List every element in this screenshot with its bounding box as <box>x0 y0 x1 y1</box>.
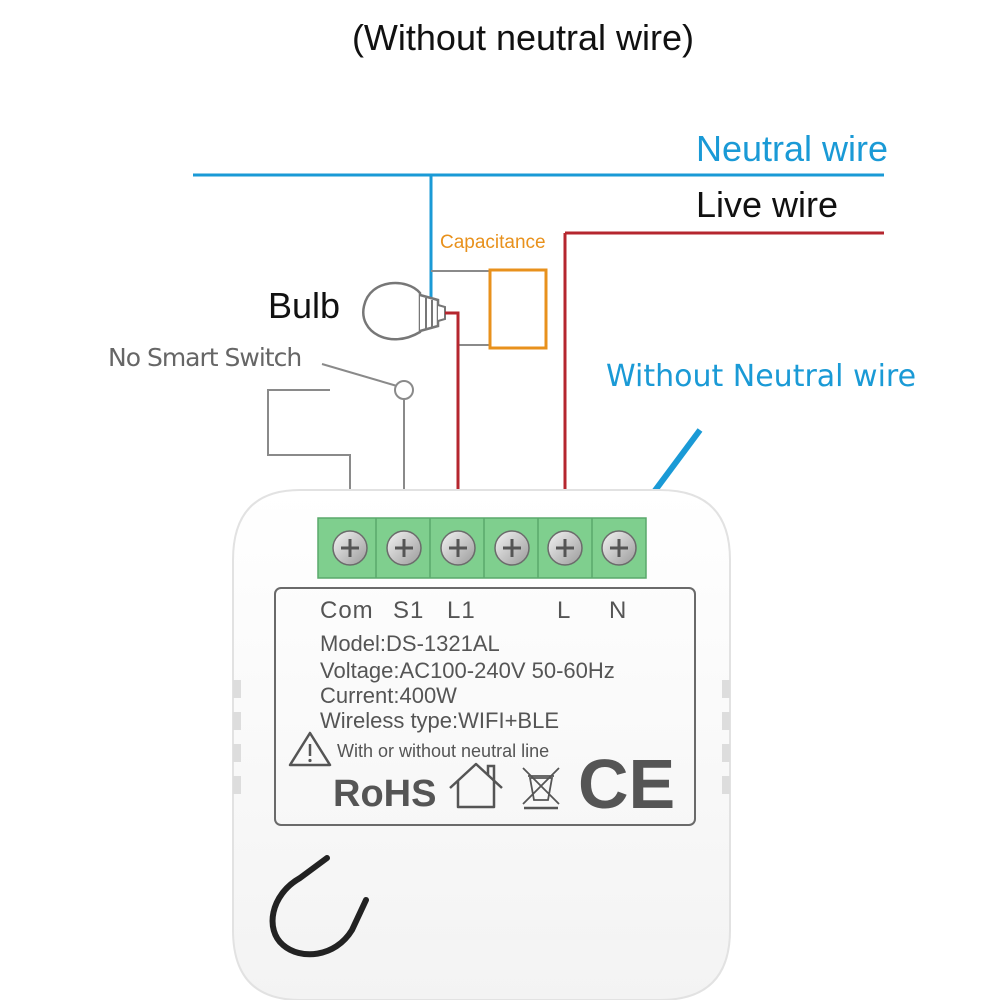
terminal-block <box>317 517 647 579</box>
ce-mark-icon: CE <box>578 745 675 823</box>
switch-pivot <box>394 380 414 400</box>
smart-switch-device <box>232 489 731 1000</box>
terminal-label-l1: L1 <box>447 597 476 624</box>
terminal-screw <box>547 530 583 566</box>
light-bulb-icon <box>362 281 446 341</box>
spec-current: Current:400W <box>320 683 457 708</box>
warning-triangle-icon <box>288 731 332 767</box>
terminal-label-s1: S1 <box>393 597 424 624</box>
no-smart-switch-label: No Smart Switch <box>108 343 301 372</box>
terminal-screw <box>601 530 637 566</box>
switch-lever <box>321 363 398 387</box>
terminal-label-n: N <box>609 597 627 624</box>
capacitance-label: Capacitance <box>440 232 546 253</box>
terminal-screw <box>332 530 368 566</box>
bulb-to-L1-wire <box>445 311 460 548</box>
neutral-wire-label: Neutral wire <box>696 128 888 169</box>
capacitor-icon <box>488 268 548 350</box>
rohs-mark: RoHS <box>333 773 436 815</box>
terminal-label-l: L <box>557 597 571 624</box>
terminal-label-com: Com <box>320 597 374 624</box>
switch-to-com-wire <box>267 389 351 548</box>
spec-wireless: Wireless type:WIFI+BLE <box>320 708 559 733</box>
crossed-bin-icon <box>522 767 560 810</box>
terminal-screw <box>440 530 476 566</box>
spec-voltage: Voltage:AC100-240V 50-60Hz <box>320 658 615 683</box>
terminal-screw <box>494 530 530 566</box>
mounting-hook-icon <box>269 855 369 958</box>
bulb-label: Bulb <box>268 285 340 326</box>
spec-label-plate <box>274 587 696 826</box>
terminal-screw <box>386 530 422 566</box>
spec-model: Model:DS-1321AL <box>320 631 500 656</box>
without-neutral-label: Without Neutral wire <box>606 359 916 394</box>
live-wire-label: Live wire <box>696 184 838 225</box>
house-icon <box>449 762 503 809</box>
spec-warning: With or without neutral line <box>337 741 549 761</box>
page-title: (Without neutral wire) <box>352 17 694 58</box>
